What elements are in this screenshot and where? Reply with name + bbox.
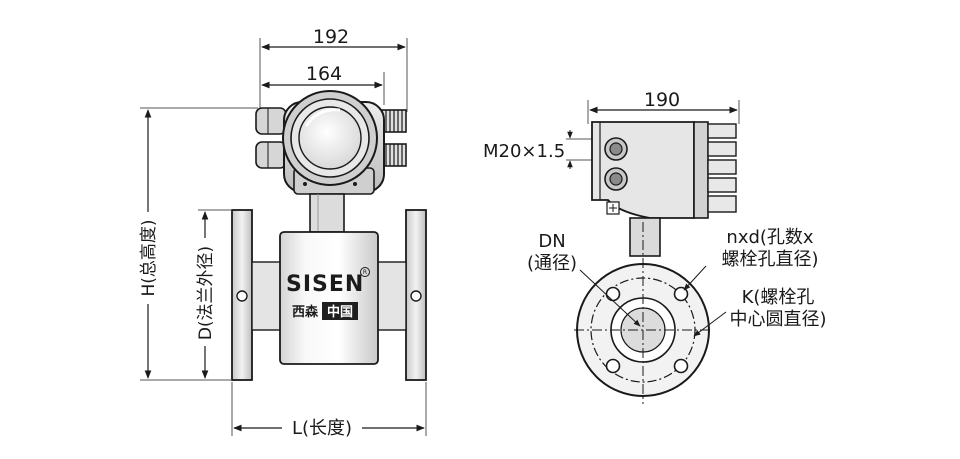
right-flange xyxy=(375,209,427,381)
right-gland-top xyxy=(381,109,407,133)
pcd-label-line1: K(螺栓孔 xyxy=(742,287,815,308)
thread-callout: M20×1.5 xyxy=(483,130,610,169)
flange-face xyxy=(574,222,712,404)
right-gland-bottom xyxy=(381,143,407,167)
dimension-192-label: 192 xyxy=(313,26,349,48)
brand-cn-right: 中国 xyxy=(327,304,353,320)
side-view: 190 M20×1.5 xyxy=(483,89,827,404)
bolts-label-line1: nxd(孔数x xyxy=(726,227,814,248)
registered-mark: R xyxy=(363,269,367,276)
brand-cn-left: 西森 xyxy=(292,304,319,320)
housing-fins xyxy=(707,123,737,213)
bolts-label-line2: 螺栓孔直径) xyxy=(721,249,818,270)
dimension-164-label: 164 xyxy=(306,63,342,85)
front-view: 192 164 xyxy=(138,26,427,440)
dimension-h: H(总高度) xyxy=(138,107,258,381)
leader-lines xyxy=(579,265,727,337)
dimension-190: 190 xyxy=(587,89,740,124)
dimension-l: L(长度) xyxy=(231,382,427,440)
cable-gland-top-icon xyxy=(604,137,628,161)
dn-label-line1: DN xyxy=(538,231,565,252)
thread-label: M20×1.5 xyxy=(483,141,565,162)
total-height-label: H(总高度) xyxy=(139,219,159,296)
housing-side xyxy=(591,121,737,219)
left-flange xyxy=(231,209,283,381)
sensor-body: SISEN R 西森 中国 xyxy=(279,231,379,365)
side-neck xyxy=(629,217,661,257)
pcd-label-line2: 中心圆直径) xyxy=(729,309,826,330)
brand-logo-text: SISEN xyxy=(286,272,364,297)
dn-label-line2: (通径) xyxy=(527,253,577,274)
flange-od-label: D(法兰外径) xyxy=(196,246,216,340)
cable-gland-bottom-icon xyxy=(604,167,628,191)
dimension-190-label: 190 xyxy=(644,89,680,111)
neck xyxy=(309,193,345,233)
dimension-164: 164 xyxy=(259,63,385,105)
dimension-d: D(法兰外径) xyxy=(195,209,232,379)
length-label: L(长度) xyxy=(292,418,352,439)
ground-terminal-icon xyxy=(606,201,620,215)
transmitter-head xyxy=(255,90,407,195)
